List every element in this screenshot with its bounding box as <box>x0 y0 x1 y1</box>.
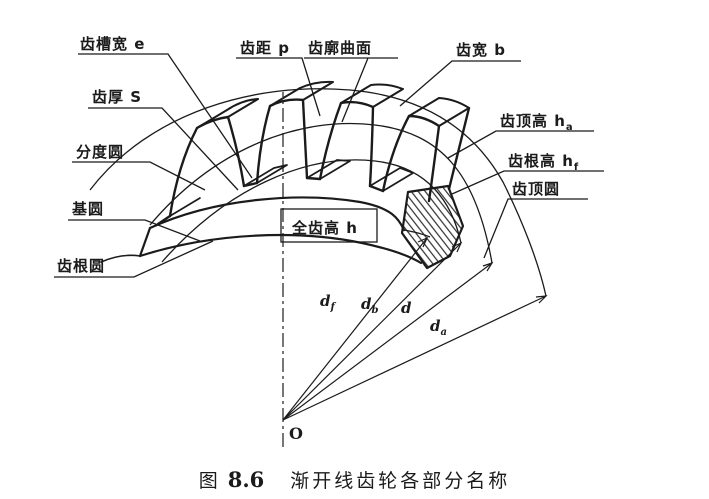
leader-tooth-profile-surface <box>304 57 398 123</box>
label-face-width: 齿宽 b <box>456 41 506 59</box>
tooth-gap-land-1 <box>243 164 288 187</box>
label-center-o: O <box>289 424 303 443</box>
leader-tooth-thickness <box>88 107 239 191</box>
tooth-top-land-4 <box>408 97 470 127</box>
label-diameter-root: df <box>320 292 337 313</box>
tooth-top-land-3 <box>340 83 404 108</box>
leader-pitch <box>236 57 321 117</box>
pitch-circle-arc <box>149 122 493 264</box>
figure-caption: 图 8.6 渐开线齿轮各部分名称 <box>0 466 709 493</box>
tooth-gap-land-2 <box>306 159 351 180</box>
figure-caption-prefix: 图 <box>198 470 218 492</box>
label-whole-depth: 全齿高 h <box>291 219 358 237</box>
leader-face-width <box>399 60 521 107</box>
label-base-circle: 基圆 <box>71 200 104 218</box>
rim-left-cap <box>138 226 152 258</box>
rim-left-stub <box>100 254 141 263</box>
rim-left-top-depth-edge <box>169 197 201 217</box>
label-tooth-profile-surface: 齿廓曲面 <box>308 39 372 57</box>
label-addendum: 齿顶高 ha <box>500 112 574 133</box>
leader-dedendum <box>451 170 604 195</box>
tooth-top-land-1 <box>196 98 259 129</box>
label-diameter-pitch: d <box>401 299 412 317</box>
leader-addendum <box>447 130 594 159</box>
figure-caption-number: 8.6 <box>227 467 265 492</box>
figure-caption-title: 渐开线齿轮各部分名称 <box>290 470 511 492</box>
radial-line-df <box>282 237 428 421</box>
leader-root-circle <box>54 240 214 278</box>
rim-bottom-edge <box>138 233 423 265</box>
gear-right-end-edge <box>447 106 471 191</box>
section-tooth-hatched <box>400 184 465 270</box>
radial-line-d <box>282 262 493 421</box>
tooth-profile-1 <box>168 115 246 218</box>
label-dedendum: 齿根高 hf <box>508 152 579 173</box>
leader-pitch-circle <box>72 161 206 191</box>
leader-tooth-space-width <box>78 53 253 179</box>
label-root-circle: 齿根圆 <box>57 257 105 275</box>
leader-addendum-circle <box>483 198 588 259</box>
label-diameter-addendum: da <box>430 317 447 338</box>
label-diameter-base: db <box>361 295 379 316</box>
label-tooth-thickness: 齿厚 S <box>92 88 142 106</box>
tooth-gap-land-3 <box>369 167 414 192</box>
label-pitch-circle: 分度圆 <box>76 143 124 161</box>
label-addendum-circle: 齿顶圆 <box>512 180 560 198</box>
arrowhead-da <box>535 295 548 304</box>
tooth-top-land-2 <box>269 80 334 107</box>
label-pitch: 齿距 p <box>240 39 290 57</box>
whole-depth-box <box>280 208 378 243</box>
gear-diagram: 齿槽宽 e 齿厚 S 分度圆 基圆 齿根圆 齿距 p 齿廓曲面 齿宽 b 齿顶高… <box>54 35 604 447</box>
leader-base-circle <box>68 219 201 242</box>
radial-line-db <box>282 242 462 421</box>
addendum-circle-arc <box>89 88 547 297</box>
tooth-roots-front <box>156 176 385 226</box>
tooth-profile-4 <box>381 114 441 203</box>
rim-top-edge <box>148 196 406 232</box>
radial-line-da <box>282 295 547 421</box>
label-tooth-space-width: 齿槽宽 e <box>80 35 145 53</box>
arrowhead-d <box>482 261 494 272</box>
tooth-profile-2 <box>255 98 309 185</box>
tooth-profile-3 <box>318 100 375 188</box>
